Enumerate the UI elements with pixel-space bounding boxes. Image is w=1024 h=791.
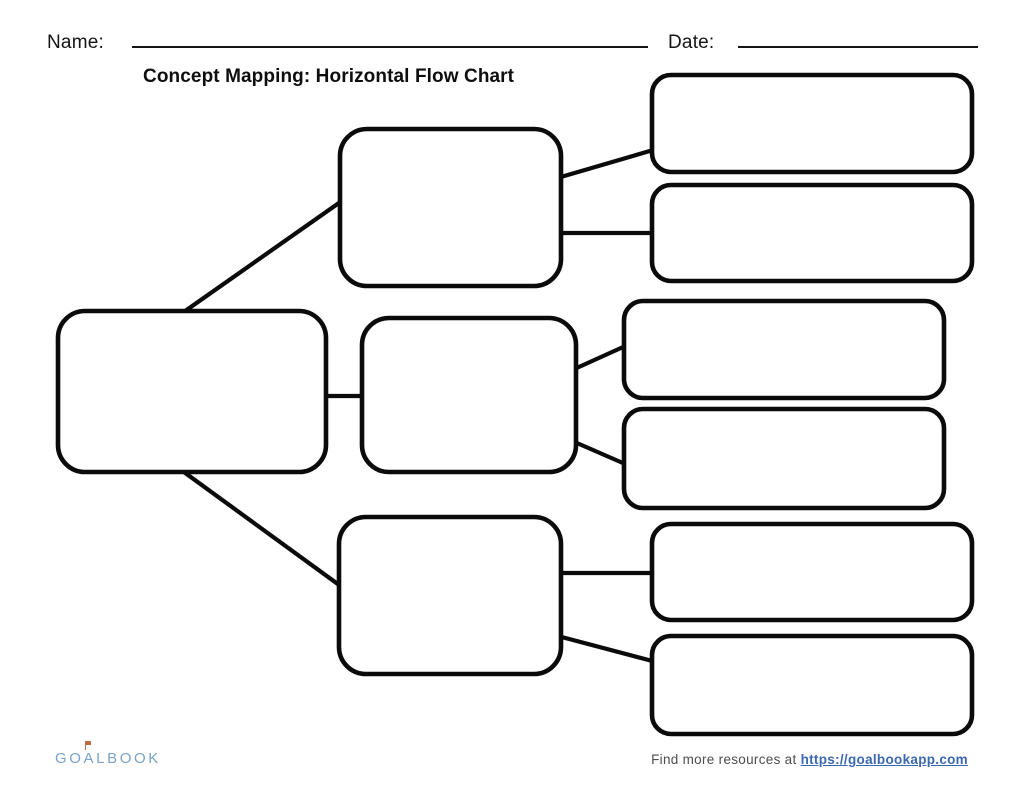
date-blank-line[interactable] [738, 46, 978, 48]
name-blank-line[interactable] [132, 46, 648, 48]
logo-text-a: A [83, 750, 97, 767]
node-branch-top-box[interactable] [337, 126, 564, 289]
date-label: Date: [668, 32, 715, 53]
page-title: Concept Mapping: Horizontal Flow Chart [143, 66, 515, 87]
flag-icon [84, 741, 93, 750]
footer-note: Find more resources at https://goalbooka… [651, 752, 968, 767]
node-leaf-middle-1-box[interactable] [621, 298, 947, 401]
goalbookapp-link[interactable]: https://goalbookapp.com [800, 752, 968, 767]
logo-text-lbook: LBOOK [96, 750, 161, 767]
node-root-box[interactable] [55, 308, 329, 475]
node-branch-bottom-box[interactable] [336, 514, 564, 677]
edge-root-branch-top [175, 195, 349, 319]
edge-branchbottom-leaf2 [551, 632, 663, 666]
footer-find-text: Find more resources at [651, 752, 797, 767]
node-leaf-top-2-box[interactable] [649, 182, 975, 284]
edge-root-branch-bottom [174, 464, 349, 593]
name-label: Name: [47, 32, 104, 53]
edge-branchmiddle-leaf2 [567, 437, 635, 470]
edge-branchmiddle-leaf1 [567, 340, 635, 374]
node-leaf-bottom-1-box[interactable] [649, 521, 975, 623]
logo-text-go: GO [55, 750, 84, 767]
edge-branchtop-leaf1 [551, 145, 663, 182]
node-branch-middle-box[interactable] [359, 315, 579, 475]
node-leaf-bottom-2-box[interactable] [649, 633, 975, 737]
node-leaf-top-1-box[interactable] [649, 72, 975, 175]
node-leaf-middle-2-box[interactable] [621, 406, 947, 511]
